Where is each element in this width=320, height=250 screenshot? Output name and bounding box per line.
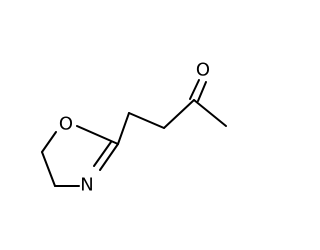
oxazoline-butanone-structure: O N O [41, 60, 227, 196]
atom-label-ring-nitrogen: N [80, 175, 93, 196]
bond-ch2-ch2 [41, 151, 56, 187]
bond-ringO-ch2 [41, 131, 57, 153]
bond-ch2-carbonyl-c [163, 99, 195, 129]
atom-label-carbonyl-oxygen: O [196, 60, 210, 81]
bond-c2-n-double-inner [93, 141, 112, 167]
bond-carbonyl-double-left [189, 79, 200, 100]
bond-c2-ch2 [117, 112, 130, 145]
bond-carbonyl-double-right [197, 81, 207, 102]
bond-ch2-ch2-chain [128, 112, 165, 129]
atom-label-ring-oxygen: O [59, 114, 73, 135]
bond-c2-n-double-outer [99, 143, 119, 171]
bond-ringO-c2 [76, 125, 119, 145]
bond-carbonyl-methyl [193, 99, 227, 127]
